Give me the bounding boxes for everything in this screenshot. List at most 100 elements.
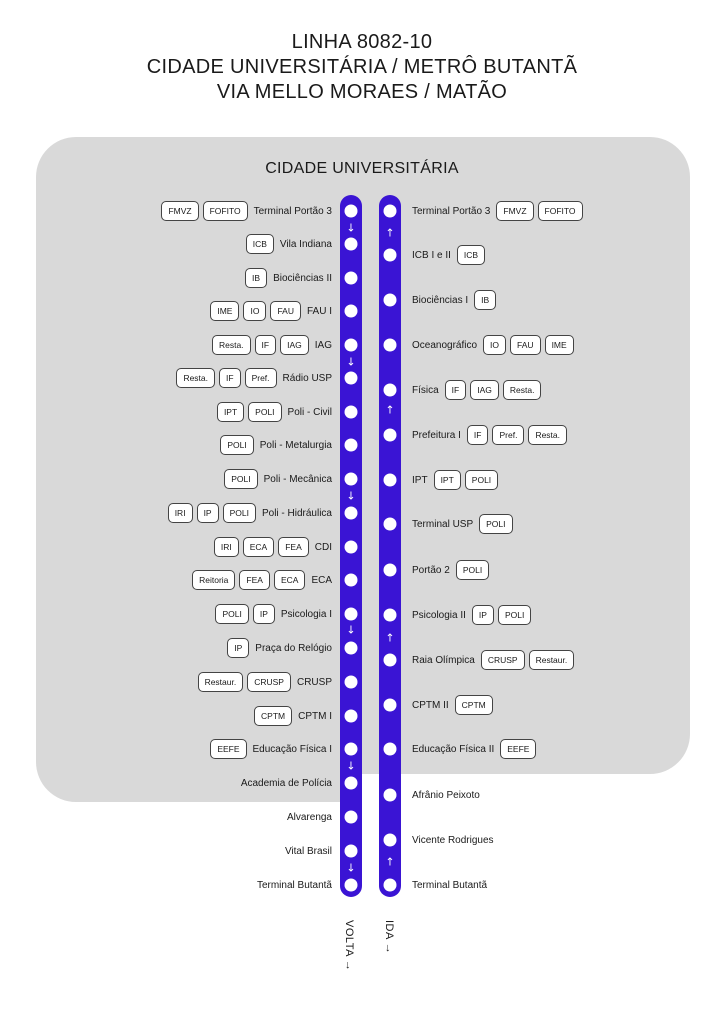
destination-chip: IAG	[470, 380, 499, 400]
ida-track	[379, 195, 401, 897]
volta-stop-name: Poli - Civil	[287, 406, 332, 418]
volta-stop-name: CPTM I	[298, 710, 332, 722]
volta-stop-dot	[344, 338, 358, 352]
volta-direction-arrow: ↓	[346, 623, 356, 637]
volta-stop-dot	[344, 709, 358, 723]
route-via-title: VIA MELLO MORAES / MATÃO	[216, 81, 508, 103]
destination-chip: IF	[254, 335, 277, 355]
destination-chip: POLI	[215, 604, 249, 624]
destination-chip: Restaur.	[197, 672, 244, 692]
destination-chip: IME	[544, 335, 574, 355]
destination-chip: IO	[243, 301, 267, 321]
destination-chip: EEFE	[210, 739, 247, 759]
destination-chip: IPT	[216, 402, 245, 422]
destination-chip: IB	[245, 268, 268, 288]
volta-direction-arrow: ↓	[346, 355, 356, 369]
destination-chip: IF	[219, 368, 241, 388]
volta-stop-name: FAU I	[306, 305, 332, 317]
destination-chip: POLI	[220, 435, 254, 455]
destination-chip: EEFE	[500, 739, 537, 759]
ida-direction-arrow: ↑	[385, 226, 395, 240]
campus-zone-title: CIDADE UNIVERSITÁRIA	[265, 160, 459, 177]
volta-stop-dot	[344, 438, 358, 452]
volta-stop-name: Poli - Mecânica	[263, 473, 332, 485]
ida-stop-name: Vicente Rodrigues	[412, 834, 494, 846]
ida-stop-name: Física	[412, 384, 439, 396]
ida-stop-dot	[383, 563, 397, 577]
destination-chip: IAG	[280, 335, 309, 355]
volta-stop-dot	[344, 540, 358, 554]
ida-stop-dot	[383, 653, 397, 667]
destination-chip: IME	[210, 301, 240, 321]
volta-stop-name: Praça do Relógio	[255, 642, 332, 654]
ida-stop: Afrânio Peixoto	[412, 783, 484, 807]
volta-direction-arrow: ↓	[346, 861, 356, 875]
volta-stop-dot	[344, 371, 358, 385]
destination-chip: ICB	[456, 245, 486, 265]
volta-stop-dot	[344, 506, 358, 520]
volta-stop-dot	[344, 204, 358, 218]
volta-stop-dot	[344, 878, 358, 892]
ida-stop: Vicente Rodrigues	[412, 828, 498, 852]
volta-stop-name: Alvarenga	[286, 811, 332, 823]
ida-stop-dot	[383, 517, 397, 531]
destination-chip: IPT	[433, 470, 461, 490]
campus-zone-background	[36, 137, 690, 774]
destination-chip: FMVZ	[496, 201, 534, 221]
volta-stop-name: Academia de Polícia	[240, 777, 332, 789]
volta-stop-name: Vital Brasil	[284, 845, 332, 857]
destination-chip: IP	[196, 503, 219, 523]
ida-stop-name: Oceanográfico	[412, 339, 478, 351]
ida-stop-dot	[383, 473, 397, 487]
volta-stop: Terminal Butantã	[253, 873, 332, 897]
destination-chip: ECA	[273, 570, 306, 590]
ida-stop-name: Portão 2	[412, 564, 450, 576]
ida-stop-dot	[383, 248, 397, 262]
volta-stop-name: Rádio USP	[282, 372, 332, 384]
ida-stop-dot	[383, 204, 397, 218]
destination-chip: FMVZ	[161, 201, 199, 221]
destination-chip: IRI	[167, 503, 193, 523]
volta-stop-dot	[344, 844, 358, 858]
destination-chip: Resta.	[528, 425, 568, 445]
ida-stop-name: Terminal Butantã	[412, 879, 488, 891]
destination-chip: FAU	[510, 335, 541, 355]
line-number-title: LINHA 8082-10	[291, 31, 433, 53]
ida-stop-name: Psicologia II	[412, 609, 466, 621]
volta-stop-dot	[344, 405, 358, 419]
volta-stop-dot	[344, 675, 358, 689]
destination-chip: POLI	[224, 469, 258, 489]
destination-chip: POLI	[222, 503, 256, 523]
ida-stop-name: ICB I e II	[412, 249, 451, 261]
volta-direction-arrow: ↓	[346, 221, 356, 235]
volta-stop-name: Psicologia I	[280, 608, 332, 620]
ida-stop-name: Afrânio Peixoto	[412, 789, 480, 801]
destination-chip: Resta.	[502, 380, 542, 400]
destination-chip: IRI	[213, 537, 239, 557]
volta-stop-dot	[344, 810, 358, 824]
destination-chip: FEA	[239, 570, 270, 590]
destination-chip: IP	[252, 604, 275, 624]
volta-stop-name: ECA	[311, 574, 332, 586]
destination-chip: FOFITO	[537, 201, 583, 221]
volta-stop: Alvarenga	[283, 805, 332, 829]
ida-stop-dot	[383, 338, 397, 352]
destination-chip: Resta.	[176, 368, 216, 388]
destination-chip: ICB	[245, 234, 274, 254]
volta-stop-name: IAG	[314, 339, 332, 351]
